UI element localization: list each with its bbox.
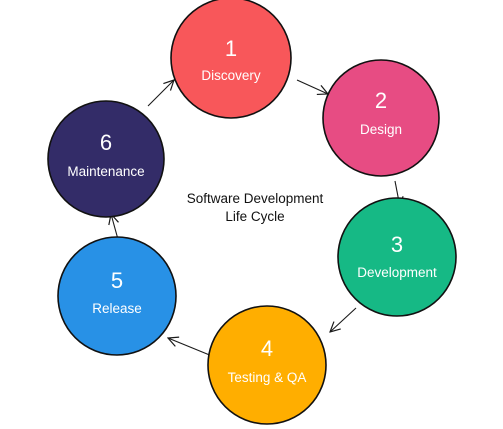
stage-design: 2 Design: [322, 59, 440, 177]
stage-development-label: Development: [357, 265, 437, 280]
stage-design-label: Design: [360, 122, 402, 137]
stage-maintenance-label: Maintenance: [67, 164, 144, 179]
stage-testing-qa: 4 Testing & QA: [207, 305, 327, 425]
stage-testing-qa-circle: [207, 305, 327, 425]
stage-discovery-label: Discovery: [201, 68, 261, 83]
stage-discovery-circle: [170, 0, 292, 119]
stage-development-number: 3: [391, 232, 403, 257]
stage-release-circle: [57, 236, 177, 356]
stage-development: 3 Development: [337, 197, 457, 317]
arrow-discovery-to-design: [296, 79, 328, 94]
stage-discovery: 1 Discovery: [170, 0, 292, 119]
stage-maintenance-number: 6: [100, 130, 112, 155]
stage-release: 5 Release: [57, 236, 177, 356]
arrow-development-to-testing: [330, 307, 357, 332]
stage-maintenance: 6 Maintenance: [47, 100, 165, 218]
stage-design-circle: [322, 59, 440, 177]
center-title-line2: Life Cycle: [225, 209, 284, 224]
stage-discovery-number: 1: [225, 36, 237, 61]
center-title: Software Development Life Cycle: [187, 191, 324, 224]
stage-development-circle: [337, 197, 457, 317]
center-title-line1: Software Development: [187, 191, 324, 206]
stage-maintenance-circle: [47, 100, 165, 218]
stage-release-label: Release: [92, 301, 142, 316]
stage-testing-qa-label: Testing & QA: [228, 370, 307, 385]
stage-testing-qa-number: 4: [261, 336, 273, 361]
stage-design-number: 2: [375, 88, 387, 113]
arrow-maintenance-to-discovery: [147, 80, 174, 107]
arrow-testing-to-release: [168, 338, 213, 357]
stage-release-number: 5: [111, 268, 123, 293]
